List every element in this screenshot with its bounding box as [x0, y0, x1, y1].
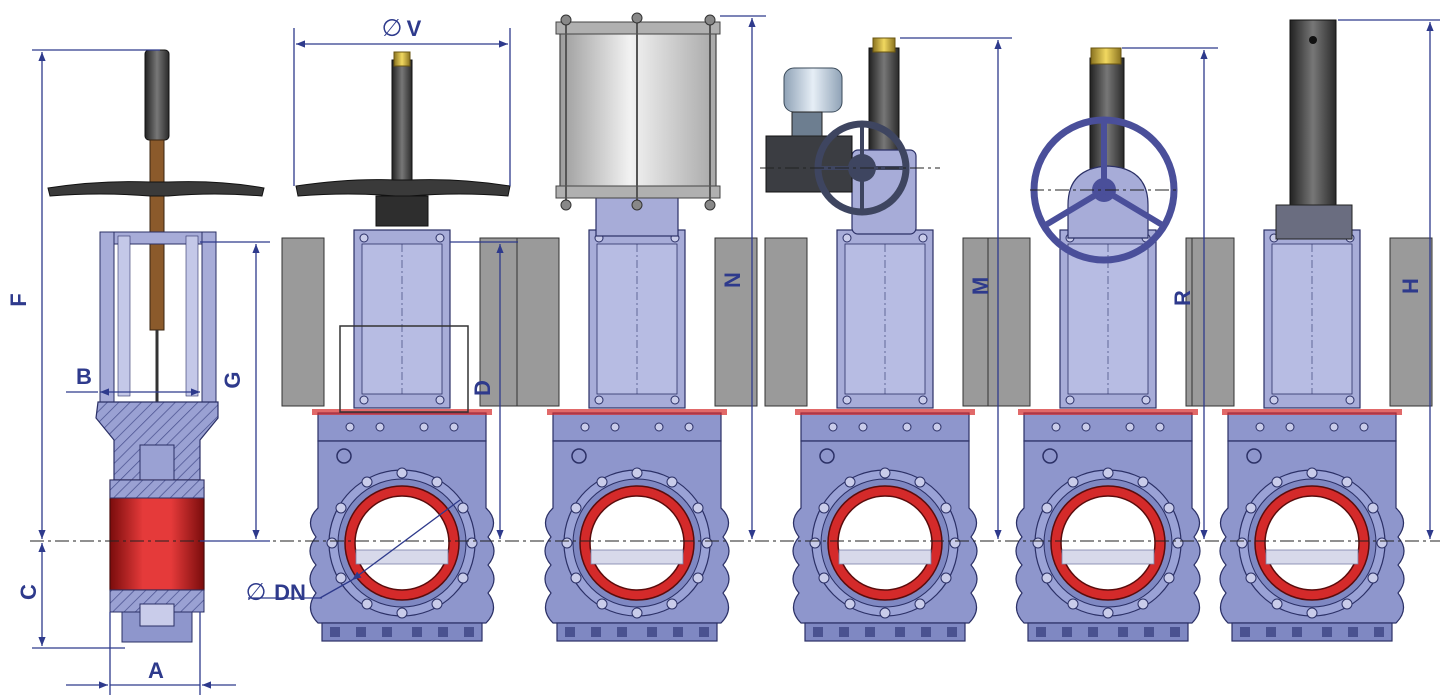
electric-view [764, 37, 1006, 642]
dim-label-r: R [1170, 290, 1195, 306]
dim-label-g: G [220, 371, 245, 388]
dim-label-dn: DN [274, 580, 306, 605]
dim-label-n: N [720, 272, 745, 288]
handwheel-view [281, 51, 523, 642]
dim-label-m: M [968, 277, 993, 295]
diameter-symbol-v: ∅ [382, 14, 403, 42]
dim-label-c: C [16, 584, 41, 600]
dim-label-a: A [148, 658, 164, 683]
dim-label-v: V [407, 16, 422, 41]
hydraulic-view [1191, 19, 1433, 642]
dim-label-d: D [470, 380, 495, 396]
diameter-symbol-dn: ∅ [246, 578, 267, 606]
dim-label-f: F [6, 293, 31, 306]
section-view [47, 49, 265, 643]
dim-label-b: B [76, 364, 92, 389]
pneumatic-view [516, 12, 758, 642]
dimension-lines [32, 15, 1440, 695]
dim-label-h: H [1398, 278, 1423, 294]
